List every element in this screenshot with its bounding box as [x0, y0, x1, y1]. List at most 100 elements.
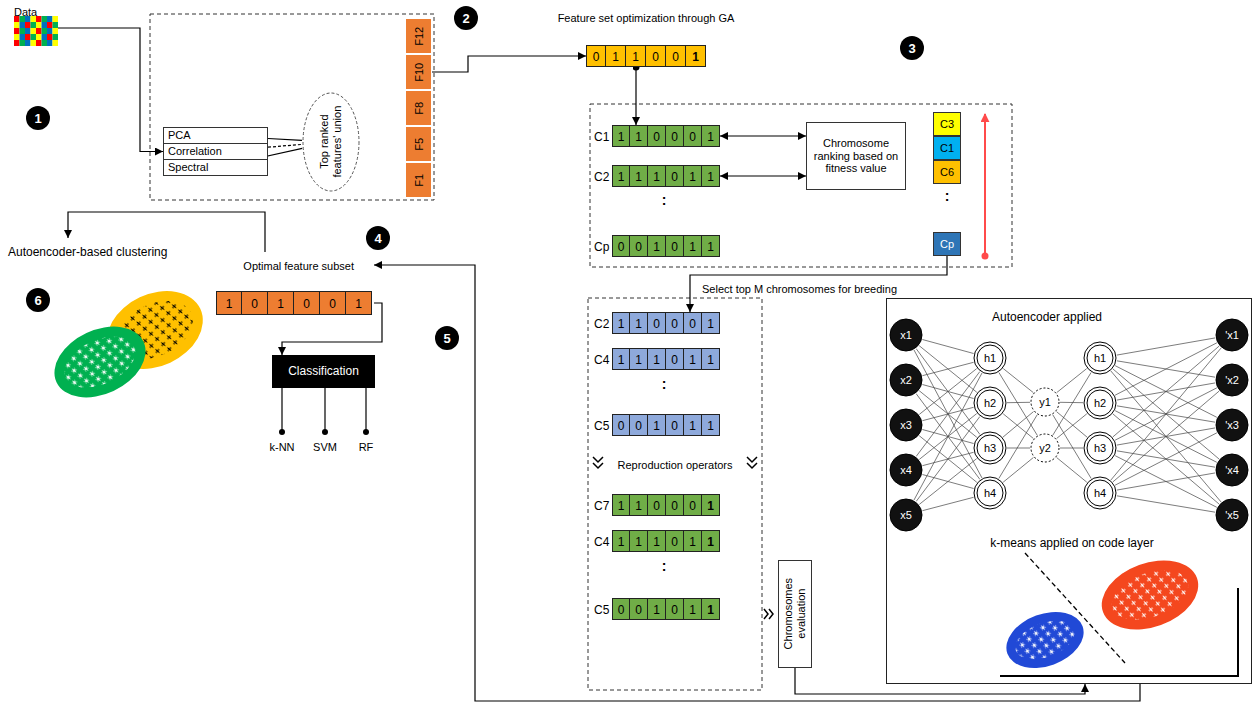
panel-text: Autoencoder applied [992, 310, 1102, 324]
feature-box: F8 [405, 90, 432, 126]
chromosome-row: C4111011 [594, 530, 720, 552]
gene-cell: 0 [646, 45, 666, 67]
ranking-arrow [984, 114, 986, 254]
gene-cell: 0 [648, 125, 666, 147]
outline [890, 454, 922, 486]
node-text: Spectral [168, 161, 208, 174]
heading-slot: Optimal feature subset [222, 256, 354, 274]
rank-box: C1 [933, 136, 961, 160]
gene-cell: 0 [666, 312, 684, 334]
network-link [1007, 448, 1030, 449]
label-slot: C7 [594, 494, 612, 516]
feature-box: F1 [405, 162, 432, 198]
gene-bit: 1 [692, 50, 699, 64]
gene-cell: 0 [666, 530, 684, 552]
callout-number: 5 [443, 331, 450, 346]
gene-bit: 1 [707, 535, 714, 549]
chromosome-label: Cp [594, 240, 609, 254]
network-link [916, 372, 980, 457]
node-text: PCA [168, 129, 191, 142]
node-text: x4 [900, 464, 912, 477]
dashed-frame [590, 104, 1012, 267]
flow-connector [720, 175, 806, 176]
gene-cell: 1 [702, 494, 720, 516]
network-link [1060, 402, 1083, 403]
label-slot: C4 [594, 348, 612, 370]
text-slot: Autoencoder-based clustering [8, 242, 218, 260]
network-link [1007, 402, 1030, 403]
gene-bit: 1 [653, 170, 660, 184]
gene-bit: 0 [671, 535, 678, 549]
plot-axes [1000, 588, 1238, 676]
network-link [1003, 412, 1034, 438]
network-link [914, 373, 982, 500]
network-link [919, 369, 976, 415]
text-slot: Data [14, 2, 74, 20]
outline [977, 345, 1003, 371]
gene-cell: 1 [686, 45, 706, 67]
data-block: Data [14, 2, 58, 46]
rank-box: C3 [933, 112, 961, 136]
outline [1087, 435, 1113, 461]
outline [1216, 499, 1248, 531]
outline [977, 390, 1003, 416]
gene-bit: 0 [672, 50, 679, 64]
gene-bit: 1 [355, 297, 362, 311]
neuron: h1 [1083, 341, 1117, 375]
callout-circle: 3 [900, 36, 924, 60]
node-text: Chromosomes evaluation [782, 563, 807, 665]
gene-cell: 1 [648, 414, 666, 436]
clustering-group: Autoencoder-based clustering [6, 238, 226, 392]
node-text: C1 [940, 142, 954, 155]
chromosome-label: C1 [594, 130, 609, 144]
gene-bit: 0 [635, 240, 642, 254]
method-box: PCA [163, 127, 268, 144]
outline [974, 477, 1006, 509]
feature-subset-row: Optimal feature subset101001 [214, 252, 374, 318]
gene-bit: 0 [689, 130, 696, 144]
neuron: 'x2 [1215, 363, 1249, 397]
gene-cell: 0 [666, 494, 684, 516]
flow-connector [690, 256, 947, 312]
node-text: h2 [984, 397, 996, 410]
gene-bit: 1 [635, 130, 642, 144]
callout-circle: 6 [26, 288, 50, 312]
neuron: h3 [973, 431, 1007, 465]
node-text: 'x5 [1225, 509, 1239, 522]
gene-bit: 0 [652, 50, 659, 64]
network-link [922, 340, 973, 354]
text-slot: Autoencoder applied [977, 307, 1117, 325]
label-slot: C2 [594, 312, 612, 334]
gene-bit: 0 [635, 603, 642, 617]
gene-bit: 1 [707, 603, 714, 617]
autoencoder-panel: Autoencoder appliedk-means applied on co… [886, 298, 1252, 684]
neuron: h3 [1083, 431, 1117, 465]
outline [890, 409, 922, 441]
outline [303, 93, 359, 191]
chromosome-row: C4111011 [594, 348, 720, 370]
callout-circle: 4 [366, 226, 390, 250]
flow-connector [795, 668, 1085, 694]
node-text: 'x4 [1225, 464, 1239, 477]
network-link [1117, 473, 1216, 490]
chevron [747, 457, 757, 468]
label-slot: C1 [594, 125, 612, 147]
gene-bit: 0 [671, 170, 678, 184]
neuron: 'x4 [1215, 453, 1249, 487]
network-link [1057, 412, 1088, 438]
ranking-box: Chromosome ranking based on fitness valu… [806, 122, 906, 190]
chromosome-row: C2111011 [594, 165, 720, 187]
neuron: x1 [889, 318, 923, 352]
gene-cell: 1 [684, 348, 702, 370]
gene-cell: 1 [630, 312, 648, 334]
gene-cell: 0 [630, 235, 648, 257]
gene-bit: 1 [707, 317, 714, 331]
gene-bit: 0 [671, 130, 678, 144]
gene-cell: 0 [320, 291, 346, 315]
chromosome-label: C4 [594, 535, 609, 549]
neuron: 'x1 [1215, 318, 1249, 352]
callout-circle: 1 [26, 106, 50, 130]
gene-cell: 1 [702, 125, 720, 147]
network-link [919, 459, 976, 505]
outline [1084, 342, 1116, 374]
